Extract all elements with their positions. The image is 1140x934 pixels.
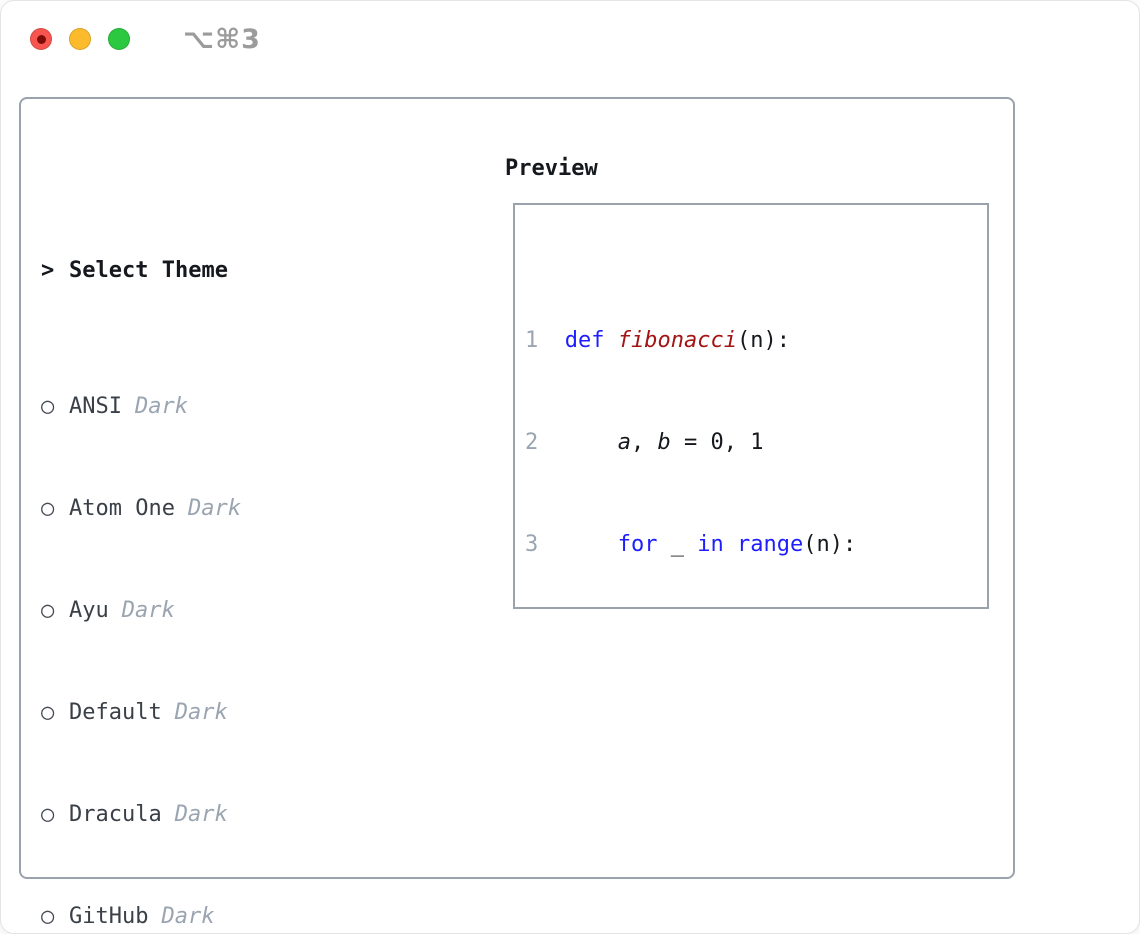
preview-heading: Preview [505, 156, 598, 181]
radio-unselected-icon: ○ [41, 598, 55, 623]
theme-name: ANSI [69, 394, 122, 419]
close-button-icon[interactable] [30, 28, 52, 50]
theme-tag: Dark [187, 496, 241, 521]
theme-option-dracula-dark[interactable]: ○ Dracula Dark [41, 798, 491, 832]
close-dot-icon [36, 34, 46, 44]
code-line: 1 def fibonacci(n): [525, 328, 790, 353]
theme-tag: Dark [174, 802, 228, 827]
theme-tag: Dark [174, 700, 228, 725]
code-line: 3 for _ in range(n): [525, 532, 857, 557]
theme-name: Default [69, 700, 162, 725]
focus-caret-icon: > [41, 258, 55, 283]
theme-tag: Dark [121, 598, 175, 623]
theme-option-atom-one-dark[interactable]: ○ Atom One Dark [41, 492, 491, 526]
preview-pane: 1 def fibonacci(n): 2 a, b = 0, 1 3 for … [513, 203, 989, 609]
window-title-shortcut: ⌥⌘3 [183, 23, 261, 55]
code-preview: 1 def fibonacci(n): 2 a, b = 0, 1 3 for … [515, 205, 987, 607]
radio-unselected-icon: ○ [41, 496, 55, 521]
main-panel: > Select Theme ○ ANSI Dark ○ Atom One Da… [19, 97, 1015, 929]
theme-option-github-dark[interactable]: ○ GitHub Dark [41, 900, 491, 934]
theme-selector-column: > Select Theme ○ ANSI Dark ○ Atom One Da… [41, 152, 491, 934]
theme-tag: Dark [134, 394, 188, 419]
zoom-button-icon[interactable] [108, 28, 130, 50]
radio-unselected-icon: ○ [41, 700, 55, 725]
theme-name: Atom One [69, 496, 175, 521]
title-bar: ⌥⌘3 [30, 24, 261, 55]
theme-option-default-dark[interactable]: ○ Default Dark [41, 696, 491, 730]
radio-unselected-icon: ○ [41, 394, 55, 419]
theme-option-ayu-dark[interactable]: ○ Ayu Dark [41, 594, 491, 628]
radio-unselected-icon: ○ [41, 802, 55, 827]
theme-option-ansi-dark[interactable]: ○ ANSI Dark [41, 390, 491, 424]
select-theme-heading: > Select Theme [41, 254, 491, 288]
radio-unselected-icon: ○ [41, 904, 55, 929]
code-line: 2 a, b = 0, 1 [525, 430, 764, 455]
theme-name: Ayu [69, 598, 109, 623]
theme-name: GitHub [69, 904, 149, 929]
minimize-button-icon[interactable] [69, 28, 91, 50]
theme-tag: Dark [161, 904, 215, 929]
select-theme-label: Select Theme [69, 258, 228, 283]
theme-name: Dracula [69, 802, 162, 827]
